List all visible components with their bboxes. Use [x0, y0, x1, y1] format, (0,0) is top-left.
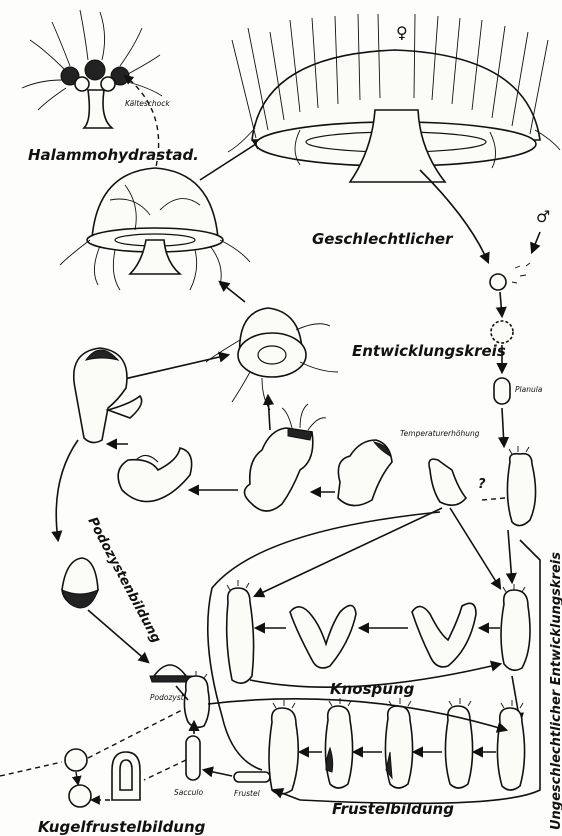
arrow-to-podocyst-formation	[56, 440, 78, 540]
dashed-line-to-polyp	[88, 710, 182, 758]
arrow-fertilization	[500, 292, 502, 316]
arrow-dashed-question	[482, 498, 505, 500]
female-symbol: ♀	[396, 23, 408, 42]
arrow-polyp-to-bud	[268, 396, 270, 430]
label-halammohydrastad: Halammohydrastad.	[28, 146, 199, 164]
label-geschlechtlicher: Geschlechtlicher	[312, 230, 454, 248]
male-symbol: ♂	[536, 207, 550, 226]
label-question-mark: ?	[478, 477, 486, 492]
label-ungeschlechtlicher-entwicklungskreis: Ungeschlechtlicher Entwicklungskreis	[549, 552, 562, 830]
arrow-frustel-to-sacculo	[204, 770, 232, 776]
arrow-bud-to-medusa	[220, 282, 245, 302]
arrow-medusa-to-adult	[200, 140, 262, 180]
arrow-temp-to-right-polyp	[450, 508, 500, 588]
female-medusa-drawing	[228, 14, 560, 182]
arrow-to-gametes	[420, 170, 488, 262]
label-sacculo: Sacculo	[174, 788, 203, 797]
arrow-podocyst-polyp-to-bud	[120, 355, 228, 380]
label-temperaturerhoehung: Temperaturerhöhung	[400, 429, 480, 438]
label-planula: Planula	[515, 385, 543, 394]
frustel-row-drawing	[269, 698, 525, 794]
label-knospung: Knospung	[330, 680, 415, 698]
label-kugelfrustelbildung: Kugelfrustelbildung	[38, 818, 206, 836]
gametes-drawing	[490, 263, 530, 404]
arrow-planula-to-polyp	[502, 408, 504, 446]
kugelfrustel-drawing	[65, 749, 140, 807]
podocyst-polyp-drawing	[184, 671, 209, 780]
frustel-drawing	[234, 772, 270, 782]
label-frustelbildung: Frustelbildung	[332, 800, 454, 818]
arrow-temp-to-bud-polyp	[255, 508, 442, 596]
arrow-sperm	[532, 232, 540, 252]
label-frustel: Frustel	[234, 789, 261, 798]
dashed-line-sacculo	[144, 760, 186, 780]
dashed-line-left	[0, 762, 62, 776]
halammohydra-stage-drawing	[22, 10, 162, 128]
arrow-polyp-to-budding	[508, 530, 512, 582]
dashed-arrow-kugel	[76, 772, 78, 784]
small-medusa-drawing	[60, 168, 250, 290]
medusa-bud-drawing	[206, 308, 338, 410]
label-entwicklungskreis: Entwicklungskreis	[352, 342, 506, 360]
